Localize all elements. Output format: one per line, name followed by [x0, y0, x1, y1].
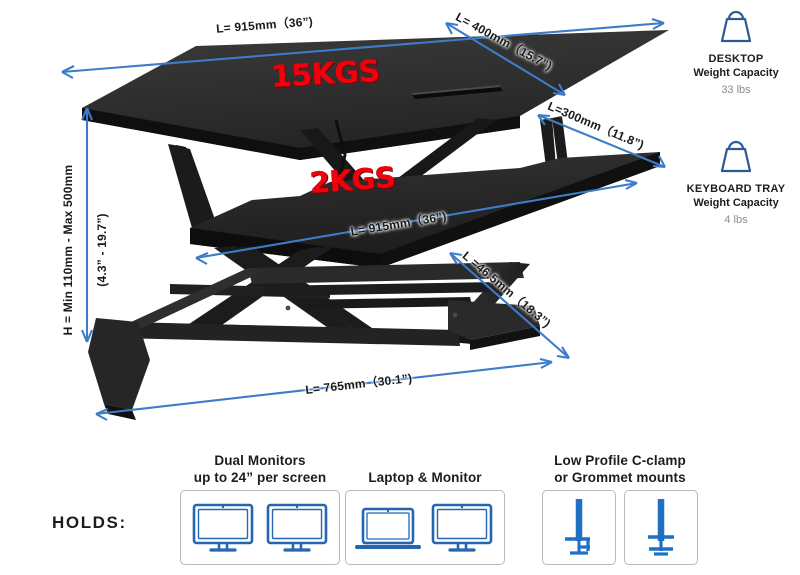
desktop-capacity-block: DESKTOP Weight Capacity 33 lbs: [677, 6, 795, 98]
weight-icon: [720, 10, 752, 43]
monitor-icon: [431, 503, 493, 552]
keyboard-tray-load-label: 2KGS: [308, 160, 397, 200]
desktop-load-label: 15KGS: [270, 53, 381, 96]
holds-label: HOLDS:: [52, 513, 127, 532]
monitor-icon: [192, 503, 254, 552]
desktop-capacity-title: DESKTOP: [708, 53, 764, 65]
desktop-surface: [82, 30, 669, 160]
holds-icon-box: [345, 490, 505, 565]
holds-icon-box: [542, 490, 616, 565]
grommet-mount-icon: [648, 498, 674, 556]
dimension-arrows: [61, 18, 666, 421]
holds-icon-box: [624, 490, 698, 565]
monitor-icon: [266, 503, 328, 552]
keyboard-tray-capacity-title: KEYBOARD TRAY: [686, 183, 786, 195]
holds-group-laptop-monitor: Laptop & Monitor: [345, 469, 505, 565]
holds-caption-line1: Laptop & Monitor: [368, 470, 482, 485]
base-frame: [88, 262, 540, 420]
holds-caption-line1: Dual Monitors: [214, 453, 306, 468]
weight-icon: [720, 140, 752, 173]
desktop-capacity-subtitle: Weight Capacity: [693, 67, 779, 79]
holds-caption-line2: up to 24” per screen: [193, 470, 327, 485]
c-clamp-icon: [565, 498, 590, 555]
laptop-icon: [355, 507, 421, 549]
dimension-height-range-inches: (4.3” - 19.7”): [95, 213, 109, 287]
keyboard-tray-capacity-subtitle: Weight Capacity: [693, 197, 779, 209]
holds-caption-line1: Low Profile C-clamp: [554, 453, 686, 468]
holds-group-clamp-mounts: Low Profile C-clamp or Grommet mounts: [530, 452, 710, 565]
lift-strut-left: [168, 144, 218, 228]
holds-group-dual-monitors: Dual Monitors up to 24” per screen: [180, 452, 340, 565]
keyboard-tray-capacity-block: KEYBOARD TRAY Weight Capacity 4 lbs: [677, 136, 795, 228]
desktop-capacity-value: 33 lbs: [721, 84, 751, 96]
holds-icon-box: [180, 490, 340, 565]
holds-caption-line2: or Grommet mounts: [554, 470, 686, 485]
dimension-height-range: H = Min 110mm - Max 500mm: [61, 164, 75, 336]
keyboard-tray-capacity-value: 4 lbs: [724, 214, 748, 226]
lift-strut-right: [540, 116, 568, 167]
